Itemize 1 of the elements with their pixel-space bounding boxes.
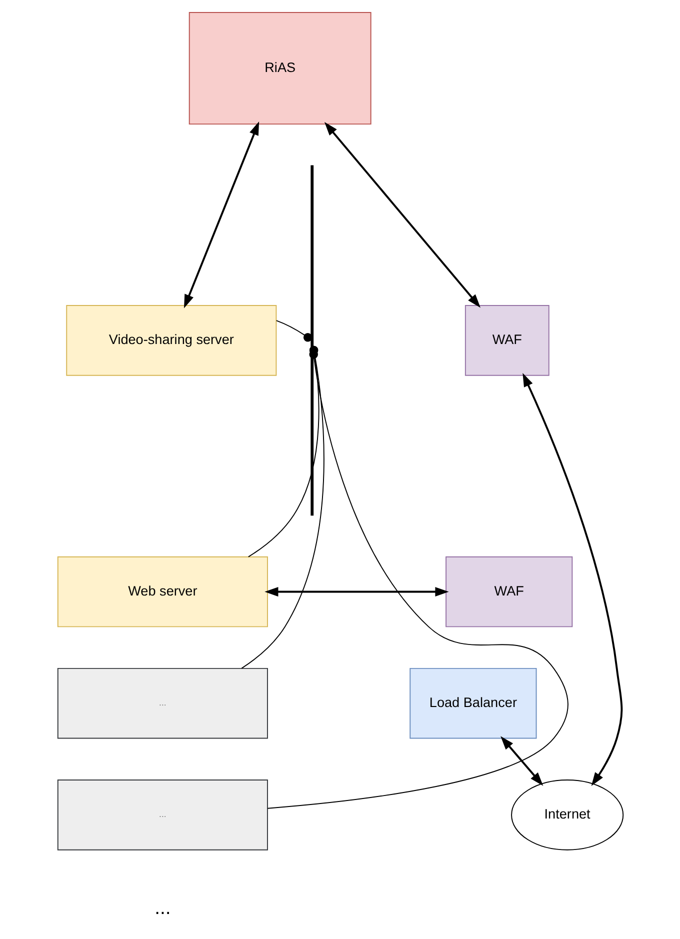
label: ...	[154, 896, 170, 919]
